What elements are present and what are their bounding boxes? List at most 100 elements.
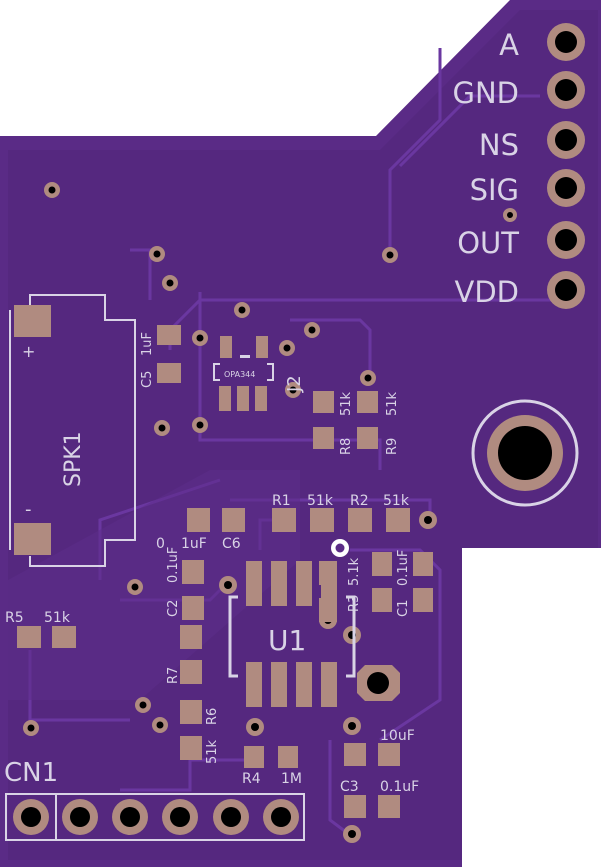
header-pad-out xyxy=(547,221,585,259)
svg-text:5.1k: 5.1k xyxy=(347,557,362,586)
via xyxy=(149,246,165,262)
speaker-pad-plus xyxy=(14,305,51,337)
connector-pin-3 xyxy=(112,799,148,835)
svg-text:51k: 51k xyxy=(307,493,334,509)
svg-text:10uF: 10uF xyxy=(380,728,415,744)
u1-label: U1 xyxy=(268,624,306,657)
via xyxy=(219,576,237,594)
connector-pin-4 xyxy=(162,799,198,835)
capacitor-c3: C3 0.1uF xyxy=(340,779,419,818)
mounting-hole xyxy=(471,399,579,507)
svg-text:51k: 51k xyxy=(339,391,354,416)
connector-pin-2 xyxy=(62,799,98,835)
via xyxy=(382,247,398,263)
speaker-spk1: + - SPK1 xyxy=(9,294,136,567)
speaker-minus-mark: - xyxy=(25,499,32,520)
header-pad-gnd xyxy=(547,71,585,109)
via xyxy=(279,340,295,356)
via xyxy=(503,208,517,222)
svg-text:0.1uF: 0.1uF xyxy=(166,547,181,583)
connector-pin-1 xyxy=(13,799,49,835)
via xyxy=(360,370,376,386)
svg-text:C1: C1 xyxy=(396,600,411,617)
j2-chip-text: OPA344 xyxy=(224,370,255,379)
via xyxy=(135,697,151,713)
via xyxy=(343,626,361,644)
via xyxy=(343,717,361,735)
via xyxy=(343,825,361,843)
svg-text:0: 0 xyxy=(156,536,165,552)
capacitor-c1: C1 0.1uF xyxy=(372,550,433,617)
via xyxy=(44,182,60,198)
connector-pin-5 xyxy=(213,799,249,835)
header-pad-sig xyxy=(547,169,585,207)
ic-u1: U1 xyxy=(228,561,356,707)
svg-text:R2: R2 xyxy=(350,493,369,509)
resistor-r6: R6 51k xyxy=(180,700,220,764)
capacitor-c6: C6 0 1uF xyxy=(156,508,245,552)
via xyxy=(246,718,264,736)
svg-text:51k: 51k xyxy=(385,391,400,416)
svg-text:C5: C5 xyxy=(140,371,155,388)
svg-text:R8: R8 xyxy=(339,438,354,455)
via xyxy=(192,330,208,346)
ic-j2: OPA344 J2 xyxy=(213,336,305,411)
svg-text:51k: 51k xyxy=(44,610,71,626)
resistor-r7: R7 xyxy=(166,625,202,684)
header-label-out: OUT xyxy=(457,226,519,260)
j2-label: J2 xyxy=(284,375,305,393)
via xyxy=(23,720,39,736)
capacitor-c5: C5 1uF xyxy=(140,325,181,388)
header-pad-ns xyxy=(547,121,585,159)
via xyxy=(127,579,143,595)
via xyxy=(234,302,250,318)
svg-text:51k: 51k xyxy=(383,493,410,509)
connector-pin-6 xyxy=(263,799,299,835)
via xyxy=(285,382,301,398)
via xyxy=(419,511,437,529)
speaker-label: SPK1 xyxy=(61,431,86,487)
svg-text:R9: R9 xyxy=(385,438,400,455)
header-pad-vdd xyxy=(547,271,585,309)
svg-text:R4: R4 xyxy=(242,771,261,787)
header-label-ns: NS xyxy=(479,128,519,162)
svg-text:1uF: 1uF xyxy=(140,332,155,356)
svg-text:C6: C6 xyxy=(222,536,241,552)
capacitor-c4: 10uF xyxy=(344,728,415,766)
svg-text:R1: R1 xyxy=(272,493,291,509)
header-label-gnd: GND xyxy=(453,76,520,110)
svg-text:C2: C2 xyxy=(166,600,181,617)
resistor-r1: R1 51k xyxy=(272,493,334,532)
header-label-vdd: VDD xyxy=(455,275,520,309)
resistor-r9: R9 51k xyxy=(357,391,400,455)
via xyxy=(152,717,168,733)
svg-text:0.1uF: 0.1uF xyxy=(380,779,419,795)
connector-cn1: CN1 xyxy=(4,758,305,841)
svg-text:C3: C3 xyxy=(340,779,359,795)
speaker-pad-minus xyxy=(14,523,51,555)
via xyxy=(154,420,170,436)
resistor-r5: R5 51k xyxy=(5,610,76,648)
svg-text:0.1uF: 0.1uF xyxy=(396,550,411,586)
resistor-r8: R8 51k xyxy=(313,391,354,455)
resistor-r4: R4 1M xyxy=(242,746,302,787)
vias xyxy=(23,182,517,843)
svg-text:1uF: 1uF xyxy=(181,536,207,552)
test-pad xyxy=(357,665,400,701)
via xyxy=(304,322,320,338)
header-labels: A GND NS SIG OUT VDD xyxy=(453,28,520,309)
svg-text:R7: R7 xyxy=(166,667,181,684)
svg-text:R6: R6 xyxy=(205,708,220,725)
capacitor-c2: C2 0.1uF xyxy=(166,547,204,620)
header-label-sig: SIG xyxy=(470,173,519,207)
via xyxy=(162,275,178,291)
svg-text:R5: R5 xyxy=(5,610,24,626)
header-label-a: A xyxy=(499,28,519,62)
svg-text:51k: 51k xyxy=(205,739,220,764)
connector-label: CN1 xyxy=(4,758,58,788)
header-pads xyxy=(547,23,585,309)
svg-text:1M: 1M xyxy=(281,771,302,787)
resistor-r2: R2 51k xyxy=(348,493,410,532)
header-pad-a xyxy=(547,23,585,61)
